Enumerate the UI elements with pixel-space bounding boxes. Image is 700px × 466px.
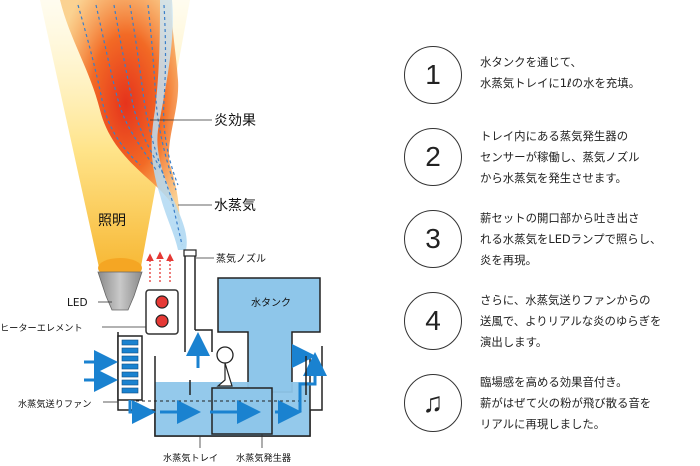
steam-flame-diagram: 炎効果 水蒸気 照明 蒸気ノズル 水タンク LED ヒーターエレメント 水蒸気送… xyxy=(0,0,327,464)
label-steam: 水蒸気 xyxy=(214,198,256,214)
label-heater: ヒーターエレメント xyxy=(0,323,83,334)
step-4: 4 さらに、水蒸気送りファンからの 送風で、よりリアルな炎のゆらぎを 演出します… xyxy=(398,292,700,372)
led-lamp xyxy=(97,271,143,311)
step-description: 薪セットの開口部から吐き出さ れる水蒸気をLEDランプで照らし、 炎を再現。 xyxy=(480,211,662,267)
label-light: 照明 xyxy=(98,213,126,229)
step-description: 水タンクを通じて、 水蒸気トレイに1ℓの水を充填。 xyxy=(480,55,641,90)
step-sound: ♫ 臨場感を高める効果音付き。 薪がはぜて火の粉が飛び散る音を リアルに再現しま… xyxy=(398,374,700,454)
heat-arrows xyxy=(146,251,174,282)
label-generator: 水蒸気発生器 xyxy=(236,452,291,464)
steam-plume xyxy=(151,0,187,250)
heater-dot-top xyxy=(155,295,169,309)
leader-lines xyxy=(98,119,263,448)
heater-dot-bottom xyxy=(155,314,169,328)
steps-list: 1 水タンクを通じて、 水蒸気トレイに1ℓの水を充填。 2 トレイ内にある蒸気発… xyxy=(398,0,700,466)
steam-nozzle xyxy=(183,249,197,257)
step-description: さらに、水蒸気送りファンからの 送風で、よりリアルな炎のゆらぎを 演出します。 xyxy=(480,293,662,349)
label-fan: 水蒸気送りファン xyxy=(18,398,92,410)
step-2: 2 トレイ内にある蒸気発生器の センサーが稼働し、蒸気ノズル から水蒸気を発生さ… xyxy=(398,128,700,208)
label-tank: 水タンク xyxy=(251,297,291,309)
step-3: 3 薪セットの開口部から吐き出さ れる水蒸気をLEDランプで照らし、 炎を再現。 xyxy=(398,210,700,290)
step-number-badge: 2 xyxy=(404,128,462,186)
label-tray: 水蒸気トレイ xyxy=(163,452,218,464)
float-valve xyxy=(216,346,234,364)
step-description: 臨場感を高める効果音付き。 薪がはぜて火の粉が飛び散る音を リアルに再現しました… xyxy=(480,375,652,431)
step-1: 1 水タンクを通じて、 水蒸気トレイに1ℓの水を充填。 xyxy=(398,46,700,126)
music-note-icon: ♫ xyxy=(404,374,462,432)
inner-walls xyxy=(189,356,307,395)
tray-outline xyxy=(154,356,311,437)
label-led: LED xyxy=(67,297,88,309)
label-nozzle: 蒸気ノズル xyxy=(216,252,266,265)
label-flame: 炎効果 xyxy=(214,113,256,129)
airflow-arrows xyxy=(84,332,327,424)
heater-box xyxy=(145,289,179,335)
step-number-badge: 3 xyxy=(404,210,462,268)
step-number-badge: 4 xyxy=(404,292,462,350)
flame-effect xyxy=(60,0,180,230)
steam-dashed-lines xyxy=(77,4,183,246)
water-tank xyxy=(217,277,321,393)
float-stem xyxy=(216,362,233,387)
step-description: トレイ内にある蒸気発生器の センサーが稼働し、蒸気ノズル から水蒸気を発生させま… xyxy=(480,129,640,185)
fan-slats xyxy=(121,339,139,394)
step-number-badge: 1 xyxy=(404,46,462,104)
